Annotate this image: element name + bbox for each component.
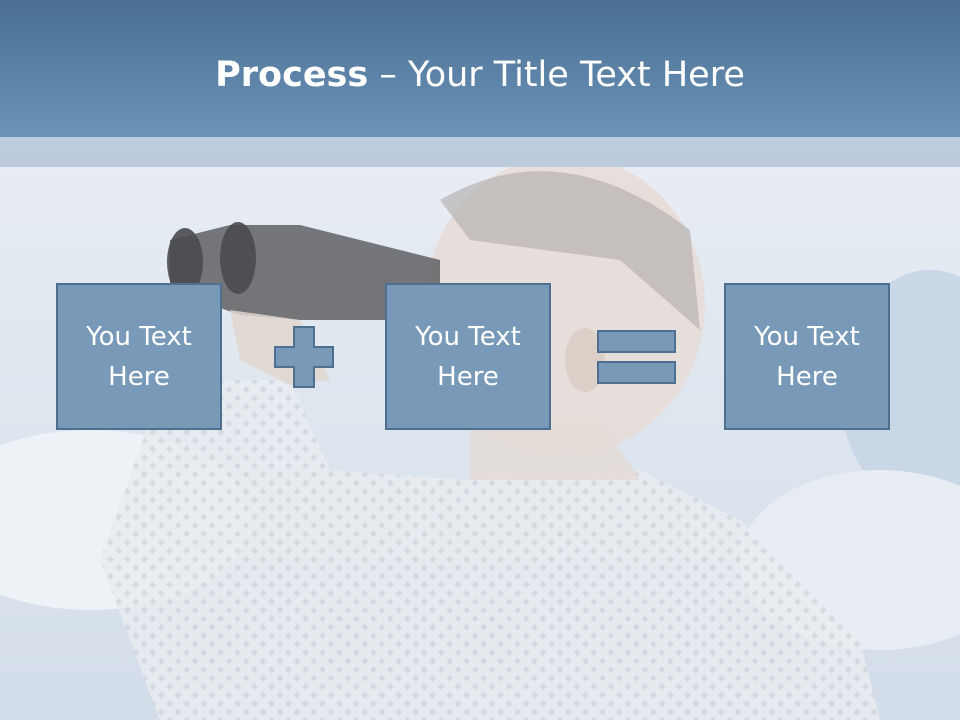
process-box-2-label: You Text Here: [415, 321, 521, 392]
title-underline-bar: [0, 137, 960, 167]
process-box-1[interactable]: You Text Here: [56, 283, 222, 430]
process-box-3-label: You Text Here: [754, 321, 860, 392]
title-rest: – Your Title Text Here: [368, 55, 745, 95]
title-bold: Process: [215, 55, 369, 95]
process-box-1-label: You Text Here: [86, 321, 192, 392]
slide-title: Process – Your Title Text Here: [0, 52, 960, 98]
plus-icon: [274, 326, 334, 388]
process-box-3[interactable]: You Text Here: [724, 283, 890, 430]
process-box-2[interactable]: You Text Here: [385, 283, 551, 430]
title-bar: [0, 0, 960, 137]
equals-icon: [597, 330, 676, 384]
